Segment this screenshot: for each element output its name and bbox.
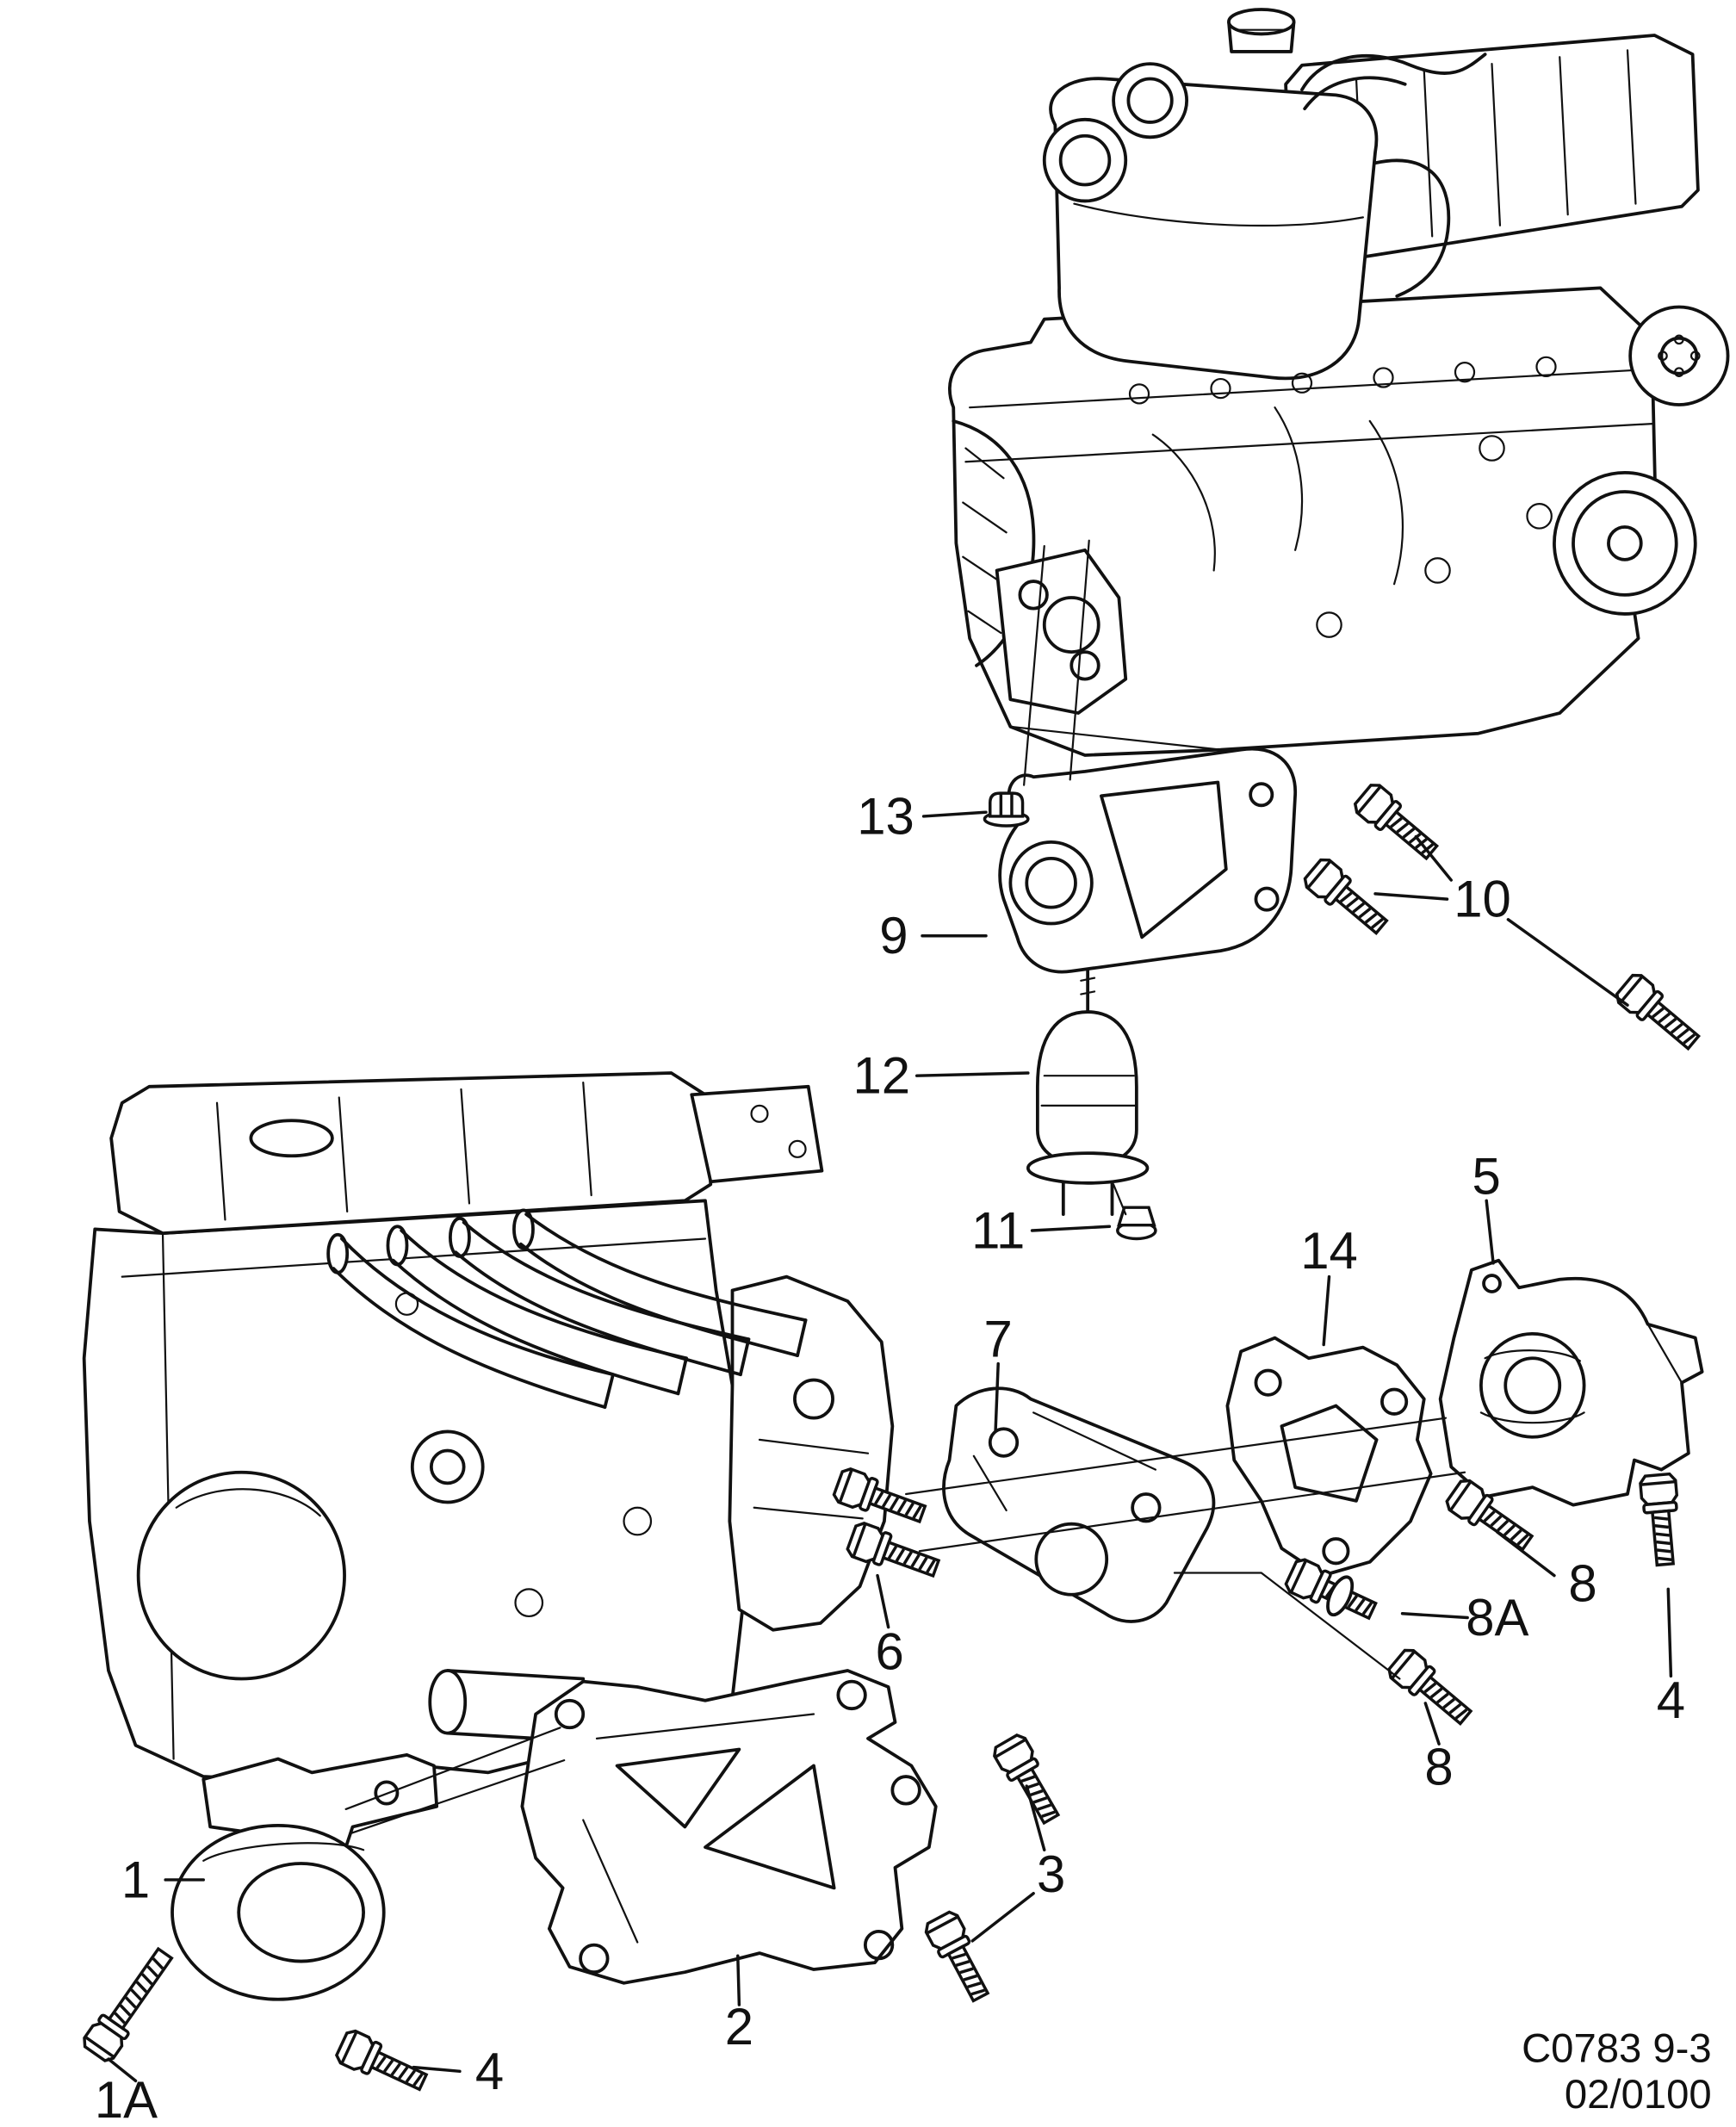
support-bracket-2 [520,1669,938,1985]
engine-illustration-lower [82,1071,895,1784]
engine-mount-left [170,1752,439,2001]
callout-label-12: 12 [852,1047,910,1105]
callout-label-2: 2 [725,1998,753,2056]
callout-label-14: 14 [1300,1222,1358,1280]
callout-label-10: 10 [1454,871,1511,928]
callout-label-11: 11 [971,1201,1025,1259]
callout-label-4-left: 4 [475,2043,504,2100]
nut-13 [983,791,1030,828]
bolt-1a-long [78,1942,182,2066]
bolt-4-right [1638,1472,1684,1568]
bolt-3a [989,1731,1069,1830]
footer-ref-code: C0783 9-3 [1522,2025,1712,2071]
bolt-10b [1299,854,1395,942]
callout-label-9: 9 [879,907,908,964]
bolt-4-left [332,2026,432,2100]
callout-label-6: 6 [876,1622,904,1680]
bracket-torque-arm [998,747,1298,974]
footer-reference: C0783 9-3 02/0100 [1522,2025,1712,2118]
bolt-10c [1611,970,1707,1057]
callout-label-1a: 1A [95,2071,158,2127]
callout-label-8-lower: 8 [1424,1738,1453,1795]
callout-label-7: 7 [984,1311,1013,1368]
bracket-7 [942,1386,1216,1623]
bolt-8a-with-washer [1282,1555,1381,1628]
plug-11 [1116,1206,1157,1241]
callout-labels: 1 1A 2 3 4 4 5 6 7 8 8A 8 9 10 11 12 13 … [95,787,1685,2127]
callout-label-8-upper: 8 [1568,1555,1596,1613]
callout-label-13: 13 [857,787,914,845]
callout-label-3: 3 [1037,1845,1065,1903]
assembly-axis-lines [344,539,1466,1835]
bracket-plate-14 [1225,1336,1433,1578]
callout-label-1: 1 [121,1851,150,1908]
callout-label-4-right: 4 [1657,1671,1685,1729]
mount-assembly-right [1438,1258,1704,1507]
engine-illustration-upper [948,8,1730,757]
engine-mount-hydraulic [1026,968,1150,1216]
bolt-3b [921,1907,998,2007]
callout-leader-lines [107,810,1673,2083]
footer-revision: 02/0100 [1565,2072,1712,2118]
callout-label-8a: 8A [1466,1589,1528,1646]
callout-label-5: 5 [1472,1147,1501,1205]
